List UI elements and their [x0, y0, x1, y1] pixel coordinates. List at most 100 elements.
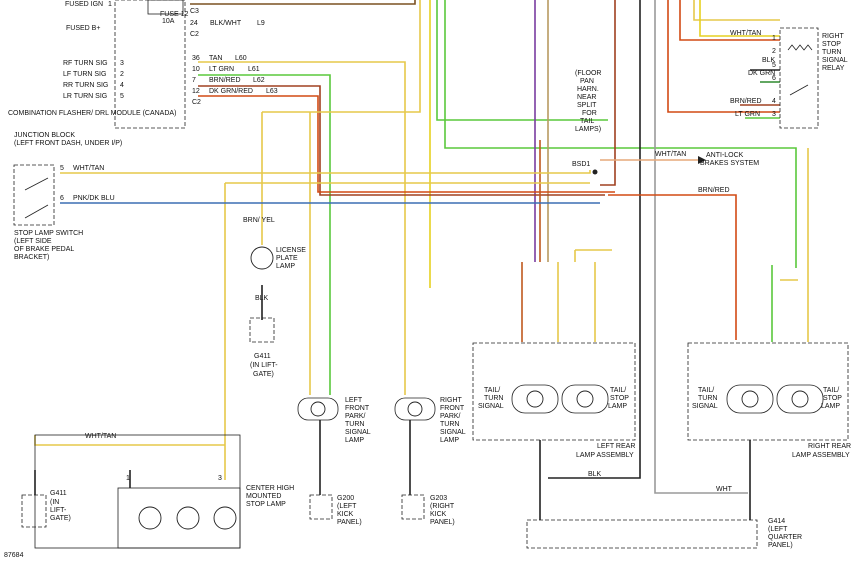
- g200-label-2: (LEFT: [337, 503, 357, 510]
- rr-assembly-label-1: RIGHT REAR: [808, 443, 851, 450]
- relay-pin-1: 1: [772, 35, 776, 42]
- relay-pin-6: 6: [772, 75, 776, 82]
- license-plate-lamp: BRN/ YEL LICENSE PLATE LAMP BLK G411 (IN…: [243, 217, 306, 378]
- stop-pin-5: 5: [60, 165, 64, 172]
- circuit-l60: L60: [235, 55, 247, 62]
- splice-dot: [592, 169, 598, 175]
- rr-tail-stop-bulb: [791, 390, 809, 408]
- wire-wht-tan-chmsl: [224, 182, 590, 480]
- left-front-lamp: LEFT FRONT PARK/ TURN SIGNAL LAMP G200 (…: [297, 397, 371, 526]
- chmsl-label-1: CENTER HIGH: [246, 485, 294, 492]
- wire-orange-right: [667, 0, 780, 113]
- conn-c2-b: C2: [192, 99, 201, 106]
- rf-label-4: TURN: [440, 421, 459, 428]
- wire-lr-whttan-top: [574, 249, 612, 262]
- relay-label-5: RELAY: [822, 65, 845, 72]
- pin-label-fused-b: FUSED B+: [66, 25, 100, 32]
- relay-pin-5: 5: [772, 62, 776, 69]
- lf-label-5: SIGNAL: [345, 429, 371, 436]
- floor-pan-harness: (FLOOR PAN HARN. NEAR SPLIT FOR TAIL LAM…: [572, 70, 601, 175]
- license-label-1: LICENSE: [276, 247, 306, 254]
- relay-label-3: TURN: [822, 49, 841, 56]
- g414-label-4: PANEL): [768, 542, 793, 549]
- license-wire-blk: BLK: [255, 295, 269, 302]
- stop-switch-outline: [13, 164, 55, 226]
- wire-label-blk-wht: BLK/WHT: [210, 20, 242, 27]
- license-lamp-bulb: [250, 246, 274, 270]
- g411-bottom-label-4: GATE): [50, 515, 71, 522]
- lf-lamp-bulb: [310, 401, 326, 417]
- g414-label-1: G414: [768, 518, 785, 525]
- junction-block-subtitle: (LEFT FRONT DASH, UNDER I/P): [14, 140, 122, 147]
- splice-bsd1: BSD1: [572, 161, 590, 168]
- fuse-rating: 10A: [162, 18, 175, 25]
- g414-label-3: QUARTER: [768, 534, 802, 541]
- relay-pin-4: 4: [772, 98, 776, 105]
- g411-bottom-label-2: (IN: [50, 499, 59, 506]
- stop-switch-label-2: (LEFT SIDE: [14, 238, 52, 245]
- conn-c3: C3: [190, 8, 199, 15]
- wire-tan-l60: [198, 61, 406, 395]
- g414-ground: G414 (LEFT QUARTER PANEL): [526, 518, 802, 549]
- rr-tail-turn-3: SIGNAL: [692, 403, 718, 410]
- wire-blk-wht: [190, 0, 416, 5]
- abs-label-1: ANTI-LOCK: [706, 152, 744, 159]
- abs-arrow-icon: [698, 156, 706, 164]
- stop-lamp-switch: 5 WHT/TAN 6 PNK/DK BLU STOP LAMP SWITCH …: [13, 164, 115, 261]
- right-rear-lamp-assembly: TAIL/ TURN SIGNAL TAIL/ STOP LAMP RIGHT …: [687, 342, 851, 459]
- lr-assembly-outline: [472, 342, 636, 441]
- relay-dkgrn: DK GRN: [748, 70, 775, 77]
- turn-signal-relay: WHT/TAN 1 2 BLK 5 DK GRN 6 BRN/RED 4 LT …: [730, 27, 848, 129]
- g203-label-3: KICK: [430, 511, 447, 518]
- g200-ground: [309, 494, 333, 520]
- lr-tail-stop-1: TAIL/: [610, 387, 626, 394]
- junction-block: FUSE 12 10A FUSED IGN 1 C3 FUSED B+ 24 B…: [8, 0, 278, 147]
- chmsl-label-3: STOP LAMP: [246, 501, 286, 508]
- lf-label-1: LEFT: [345, 397, 363, 404]
- center-high-mounted-stop-lamp: WHT/TAN 1 3 CENTER HIGH MOUNTED STOP LAM…: [21, 433, 294, 549]
- lf-label-4: TURN: [345, 421, 364, 428]
- chmsl-bulb-1: [138, 506, 162, 530]
- g200-label-1: G200: [337, 495, 354, 502]
- wire-green-top-2: [444, 0, 797, 268]
- floor-pan-1: (FLOOR: [575, 70, 601, 77]
- pin-label-lf: LF TURN SIG: [63, 71, 106, 78]
- g200-label-4: PANEL): [337, 519, 362, 526]
- wire-brnred-l62: [198, 85, 605, 196]
- rr-tail-turn-1: TAIL/: [698, 387, 714, 394]
- right-front-lamp: RIGHT FRONT PARK/ TURN SIGNAL LAMP G203 …: [394, 397, 466, 526]
- floor-pan-7: TAIL: [580, 118, 594, 125]
- wire-green-top: [436, 0, 608, 121]
- g411-top-label-1: G411: [254, 353, 271, 360]
- stop-switch-label-4: BRACKET): [14, 254, 49, 261]
- switch-contact-1: [24, 177, 49, 191]
- lr-tail-stop-3: LAMP: [608, 403, 627, 410]
- wire-relay-yel: [699, 0, 780, 37]
- stop-wire-6: PNK/DK BLU: [73, 195, 115, 202]
- out-pin-10: 10: [192, 66, 200, 73]
- pin-label-rr: RR TURN SIG: [63, 82, 108, 89]
- out-pin-12: 12: [192, 88, 200, 95]
- lf-label-2: FRONT: [345, 405, 370, 412]
- rf-lamp-bulb: [407, 401, 423, 417]
- relay-pin-2: 2: [772, 48, 776, 55]
- lf-lamp-housing: [297, 397, 339, 421]
- circuit-l63: L63: [266, 88, 278, 95]
- chmsl-bulb-2: [176, 506, 200, 530]
- floor-pan-5: SPLIT: [577, 102, 597, 109]
- relay-wire-top: WHT/TAN: [730, 30, 761, 37]
- pin-label-rf: RF TURN SIG: [63, 60, 108, 67]
- wire-brnred-to-rr: [608, 194, 737, 340]
- chmsl-wire: WHT/TAN: [85, 433, 116, 440]
- rf-label-1: RIGHT: [440, 397, 463, 404]
- floor-pan-4: NEAR: [577, 94, 596, 101]
- rf-label-6: LAMP: [440, 437, 459, 444]
- g411-bottom-label-3: LIFT-: [50, 507, 67, 514]
- relay-blk: BLK: [762, 57, 776, 64]
- license-wire-top: BRN/ YEL: [243, 217, 275, 224]
- switch-contact-2: [24, 204, 49, 219]
- g411-bottom-label-1: G411: [50, 490, 67, 497]
- g203-label-4: PANEL): [430, 519, 455, 526]
- wire-label-brnred: BRN/RED: [209, 77, 241, 84]
- lr-tail-turn-housing: [511, 384, 559, 414]
